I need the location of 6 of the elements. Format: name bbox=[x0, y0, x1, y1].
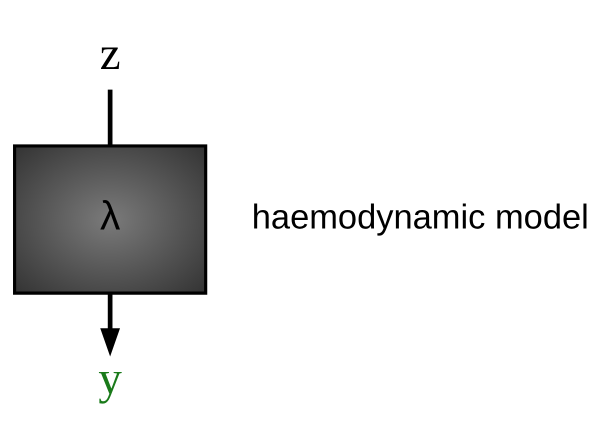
connector bbox=[108, 90, 112, 146]
node-text: y bbox=[98, 352, 122, 404]
arrow bbox=[100, 294, 120, 357]
node-box: λ bbox=[13, 144, 208, 295]
node-text: z bbox=[100, 28, 121, 80]
node-label: haemodynamic model bbox=[252, 198, 589, 236]
